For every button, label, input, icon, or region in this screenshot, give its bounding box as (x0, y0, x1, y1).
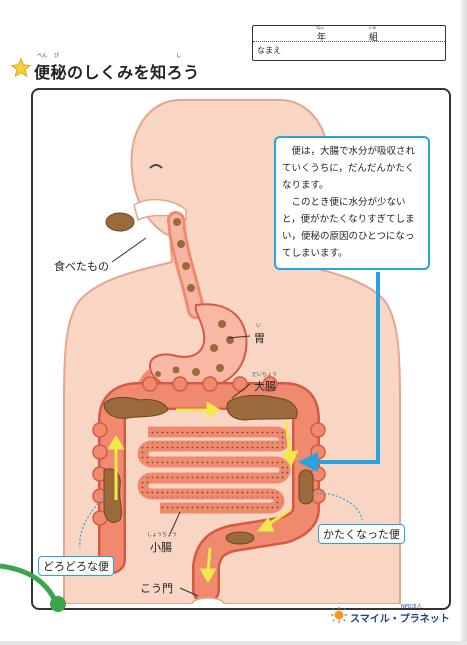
food-leader (112, 238, 146, 262)
smile-planet-logo-icon (330, 606, 348, 624)
daichou-furigana: だいちょう (252, 371, 277, 378)
shouchou-furigana: しょうちょう (147, 531, 177, 538)
food-piece (106, 213, 134, 231)
small-intestine-label: 小腸 (150, 539, 172, 555)
large-intestine-label: 大腸 (254, 378, 276, 394)
logo-name: スマイル・プラネット (350, 610, 450, 625)
stool-ascending (104, 469, 121, 523)
watery-stool-label: どろどろな便 (38, 556, 114, 576)
stool-sigmoid (226, 532, 254, 544)
i-furigana: い (256, 322, 261, 329)
callout-paragraph-1: 便は，大腸で水分が吸収されていくうちに，だんだんかたくなります。 (282, 143, 422, 194)
callout-paragraph-2: このとき便に水分が少ないと，便がかたくなりすぎてしまい，便秘の原因のひとつになっ… (282, 194, 422, 262)
hard-stool (299, 470, 313, 504)
anus-label: こう門 (140, 580, 173, 596)
green-accent-dot (50, 596, 66, 612)
food-label: 食べたもの (54, 258, 109, 274)
logo-npo-label: NPO法人 (401, 603, 422, 610)
explanation-callout: 便は，大腸で水分が吸収されていくうちに，だんだんかたくなります。 このとき便に水… (274, 136, 430, 270)
hard-stool-label: かたくなった便 (318, 524, 405, 544)
stomach-label: 胃 (254, 330, 265, 346)
